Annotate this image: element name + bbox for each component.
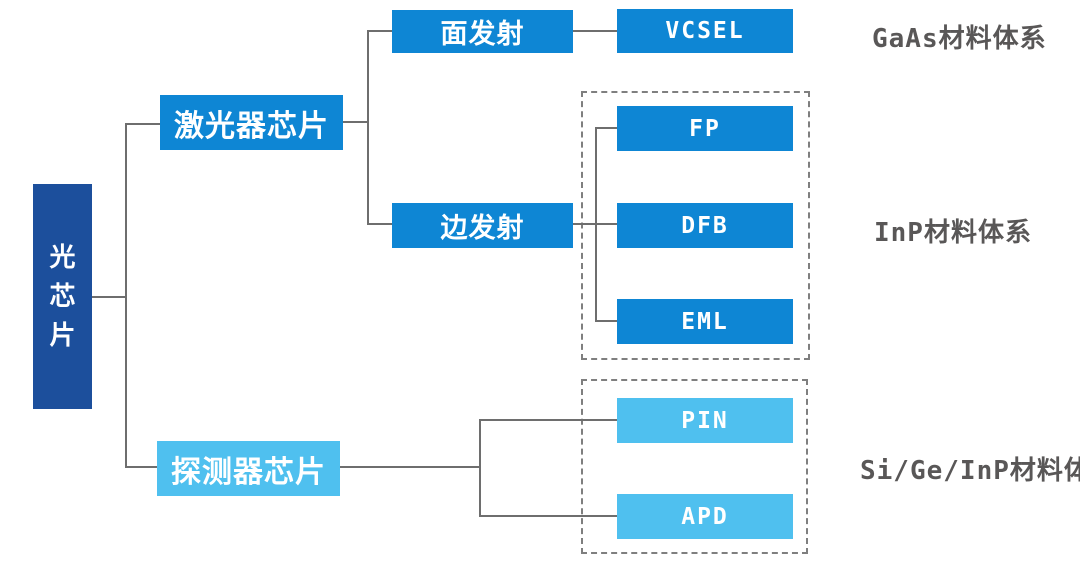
connector-trunk-vertical xyxy=(125,123,127,468)
connector-detector-elbow xyxy=(340,466,481,468)
material-label-inp: InP材料体系 xyxy=(874,218,1032,248)
node-edge-emitting: 边发射 xyxy=(392,203,573,248)
connector-surface-vcsel xyxy=(573,30,617,32)
connector-root-trunk xyxy=(92,296,126,298)
si-ge-inp-material-group-outline xyxy=(581,379,808,554)
connector-to-apd xyxy=(479,515,617,517)
connector-to-surface-emitting xyxy=(367,30,392,32)
node-dfb: DFB xyxy=(617,203,793,248)
inp-material-group-outline xyxy=(581,91,810,360)
node-detector-chip: 探测器芯片 xyxy=(157,441,340,496)
connector-trunk-laser xyxy=(125,123,160,125)
connector-to-edge-emitting xyxy=(367,223,392,225)
node-pin: PIN xyxy=(617,398,793,443)
node-apd: APD xyxy=(617,494,793,539)
material-label-si-ge-inp: Si/Ge/InP材料体系 xyxy=(860,456,1080,486)
connector-to-pin xyxy=(479,419,617,421)
node-eml: EML xyxy=(617,299,793,344)
node-fp: FP xyxy=(617,106,793,151)
connector-to-eml xyxy=(595,320,617,322)
node-vcsel: VCSEL xyxy=(617,9,793,53)
node-optical-chip-root: 光芯片 xyxy=(33,184,92,409)
connector-trunk-detector xyxy=(125,466,157,468)
connector-edge-branch-vertical xyxy=(595,127,597,322)
node-laser-chip: 激光器芯片 xyxy=(160,95,343,150)
material-label-gaas: GaAs材料体系 xyxy=(872,24,1047,54)
node-optical-chip-label: 光芯片 xyxy=(49,242,76,350)
connector-laser-branch-vertical xyxy=(367,30,369,225)
connector-detector-branch-vertical xyxy=(479,419,481,517)
connector-to-fp xyxy=(595,127,617,129)
node-surface-emitting: 面发射 xyxy=(392,10,573,53)
connector-laser-elbow xyxy=(343,121,369,123)
